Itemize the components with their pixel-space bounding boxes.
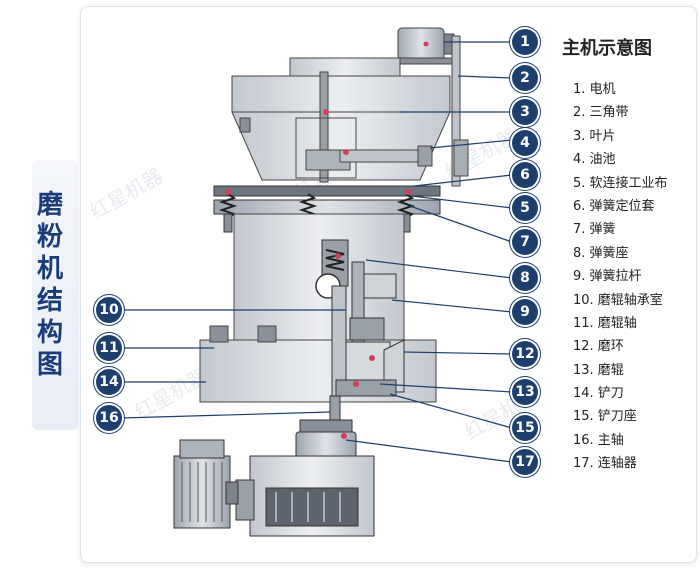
callout-9: 9 <box>512 299 538 325</box>
legend-item: 15. 铲刀座 <box>573 409 637 425</box>
side-title-background <box>32 160 78 430</box>
legend-item: 13. 磨辊 <box>573 362 624 378</box>
callout-14: 14 <box>96 369 122 395</box>
callout-15: 15 <box>512 415 538 441</box>
top-housing <box>231 57 451 181</box>
legend-item: 4. 油池 <box>573 152 616 168</box>
legend-item: 8. 弹簧座 <box>573 245 629 261</box>
legend-item: 17. 连轴器 <box>573 456 637 472</box>
legend-item: 12. 磨环 <box>573 339 624 355</box>
callout-1: 1 <box>512 29 538 55</box>
side-title: 磨粉机结构图 <box>32 190 63 382</box>
callout-10: 10 <box>96 297 122 323</box>
blade-shaft-assembly <box>295 71 433 183</box>
bottom-gearbox <box>173 439 375 537</box>
leader-lines <box>121 41 513 463</box>
callout-8: 8 <box>512 265 538 291</box>
legend-item: 9. 弹簧拉杆 <box>573 269 642 285</box>
callout-16: 16 <box>96 405 122 431</box>
callout-17: 17 <box>512 449 538 475</box>
svg-text:红星机器: 红星机器 <box>86 164 167 225</box>
callout-7: 7 <box>512 229 538 255</box>
legend-item: 6. 弹簧定位套 <box>573 198 655 214</box>
top-motor <box>391 27 455 65</box>
legend-item: 3. 叶片 <box>573 128 616 144</box>
legend-title: 主机示意图 <box>562 38 652 59</box>
legend-item: 7. 弹簧 <box>573 222 616 238</box>
mill-structure-diagram: 红星机器 红星机器 红星机器 红星机器 红星机器 <box>86 27 542 537</box>
callout-12: 12 <box>512 341 538 367</box>
callout-2: 2 <box>512 65 538 91</box>
legend-item: 14. 铲刀 <box>573 386 624 402</box>
legend-item: 11. 磨辊轴 <box>573 315 637 331</box>
legend-item: 2. 三角带 <box>573 105 629 121</box>
callout-6: 6 <box>512 162 538 188</box>
callout-3: 3 <box>512 99 538 125</box>
main-shaft <box>295 395 357 459</box>
legend-item: 1. 电机 <box>573 82 616 97</box>
callout-4: 4 <box>512 130 538 156</box>
legend-item: 16. 主轴 <box>573 432 624 448</box>
callout-11: 11 <box>96 335 122 361</box>
callout-13: 13 <box>512 379 538 405</box>
callout-5: 5 <box>512 195 538 221</box>
side-title-block: 磨粉机结构图 <box>6 160 78 430</box>
v-belt <box>451 35 469 187</box>
legend-item: 5. 软连接工业布 <box>573 175 668 191</box>
legend-item: 10. 磨辊轴承室 <box>573 292 663 308</box>
parts-legend: 1. 电机 2. 三角带 3. 叶片 4. 油池 5. 软连接工业布 6. 弹簧… <box>573 78 668 476</box>
